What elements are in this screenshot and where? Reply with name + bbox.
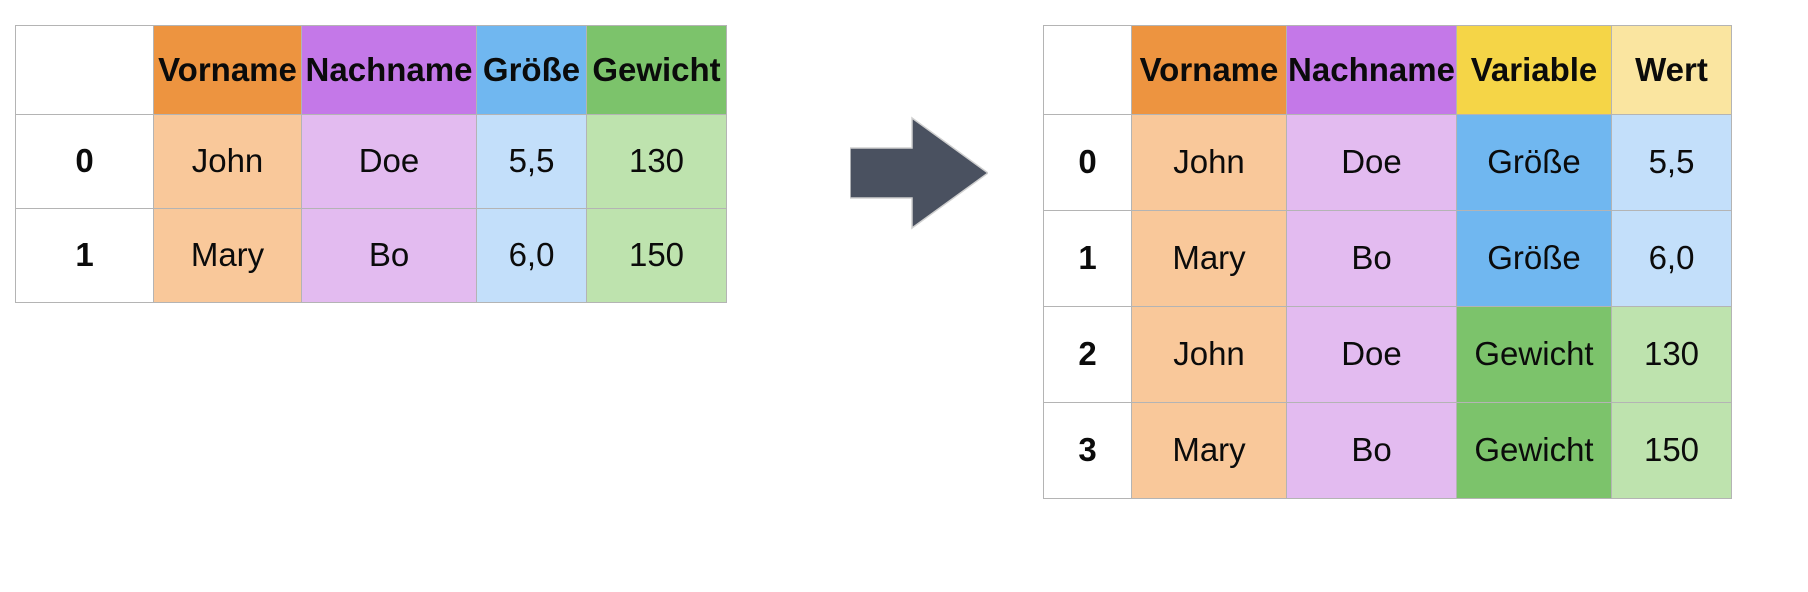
long-cell-variable-2: Gewicht xyxy=(1456,306,1612,403)
long-cell-wert-2: 130 xyxy=(1611,306,1732,403)
long-cell-nachname-1: Bo xyxy=(1286,210,1457,307)
long-cell-wert-1: 6,0 xyxy=(1611,210,1732,307)
long-table-body: 0 John Doe Größe 5,5 1 Mary Bo Größe 6,0… xyxy=(1043,114,1732,499)
wide-table-body: 0 John Doe 5,5 130 1 Mary Bo 6,0 150 xyxy=(15,114,727,303)
table-row: 1 Mary Bo 6,0 150 xyxy=(15,208,727,303)
wide-format-table: Vorname Nachname Größe Gewicht 0 John Do… xyxy=(15,25,727,303)
table-row: 3 Mary Bo Gewicht 150 xyxy=(1043,402,1732,499)
long-cell-vorname-1: Mary xyxy=(1131,210,1287,307)
long-cell-variable-1: Größe xyxy=(1456,210,1612,307)
long-corner-cell xyxy=(1043,25,1132,115)
wide-cell-gewicht-0: 130 xyxy=(586,114,727,209)
long-cell-wert-3: 150 xyxy=(1611,402,1732,499)
right-arrow-icon xyxy=(850,116,988,230)
wide-cell-gewicht-1: 150 xyxy=(586,208,727,303)
long-cell-variable-0: Größe xyxy=(1456,114,1612,211)
wide-cell-vorname-1: Mary xyxy=(153,208,302,303)
wide-corner-cell xyxy=(15,25,154,115)
wide-index-1: 1 xyxy=(15,208,154,303)
long-header-variable: Variable xyxy=(1456,25,1612,115)
table-row: 1 Mary Bo Größe 6,0 xyxy=(1043,210,1732,307)
long-cell-wert-0: 5,5 xyxy=(1611,114,1732,211)
wide-header-groesse: Größe xyxy=(476,25,587,115)
table-header-row: Vorname Nachname Größe Gewicht xyxy=(15,25,727,115)
long-cell-vorname-0: John xyxy=(1131,114,1287,211)
long-cell-nachname-3: Bo xyxy=(1286,402,1457,499)
wide-cell-vorname-0: John xyxy=(153,114,302,209)
long-format-table: Vorname Nachname Variable Wert 0 John Do… xyxy=(1043,25,1732,499)
table-row: 0 John Doe Größe 5,5 xyxy=(1043,114,1732,211)
wide-cell-nachname-1: Bo xyxy=(301,208,477,303)
wide-index-0: 0 xyxy=(15,114,154,209)
wide-cell-nachname-0: Doe xyxy=(301,114,477,209)
long-header-wert: Wert xyxy=(1611,25,1732,115)
long-cell-nachname-2: Doe xyxy=(1286,306,1457,403)
wide-cell-groesse-1: 6,0 xyxy=(476,208,587,303)
table-header-row: Vorname Nachname Variable Wert xyxy=(1043,25,1732,115)
long-index-1: 1 xyxy=(1043,210,1132,307)
long-cell-vorname-3: Mary xyxy=(1131,402,1287,499)
long-header-vorname: Vorname xyxy=(1131,25,1287,115)
long-cell-variable-3: Gewicht xyxy=(1456,402,1612,499)
long-header-nachname: Nachname xyxy=(1286,25,1457,115)
table-row: 0 John Doe 5,5 130 xyxy=(15,114,727,209)
long-index-0: 0 xyxy=(1043,114,1132,211)
long-cell-vorname-2: John xyxy=(1131,306,1287,403)
table-row: 2 John Doe Gewicht 130 xyxy=(1043,306,1732,403)
long-table-header: Vorname Nachname Variable Wert xyxy=(1043,25,1732,115)
wide-header-nachname: Nachname xyxy=(301,25,477,115)
wide-header-vorname: Vorname xyxy=(153,25,302,115)
long-cell-nachname-0: Doe xyxy=(1286,114,1457,211)
wide-table-header: Vorname Nachname Größe Gewicht xyxy=(15,25,727,115)
long-index-2: 2 xyxy=(1043,306,1132,403)
wide-header-gewicht: Gewicht xyxy=(586,25,727,115)
wide-cell-groesse-0: 5,5 xyxy=(476,114,587,209)
long-index-3: 3 xyxy=(1043,402,1132,499)
